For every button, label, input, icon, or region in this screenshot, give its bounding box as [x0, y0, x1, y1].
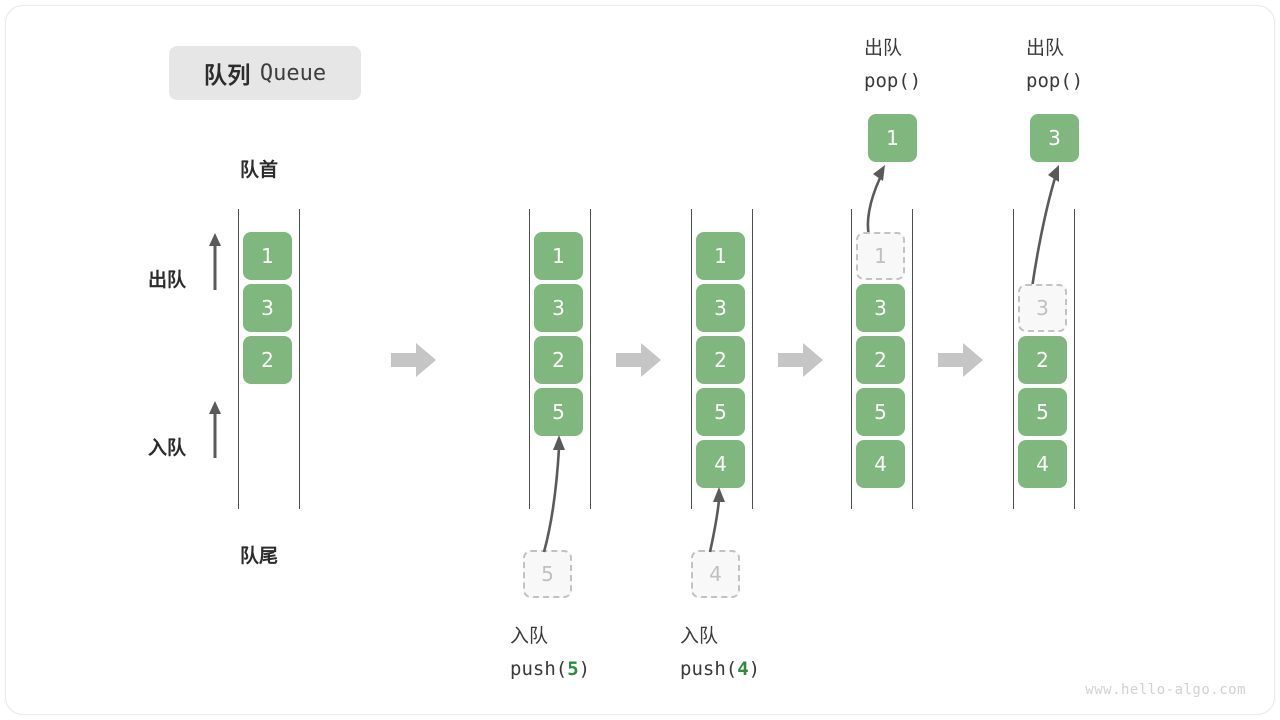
queue-rail-right-1	[299, 209, 300, 509]
queue-cell: 5	[1018, 388, 1067, 436]
popped-cell: 3	[1030, 114, 1079, 162]
queue-cell: 1	[243, 232, 292, 280]
queue-rail-right-3	[752, 209, 753, 509]
dequeue-curve-arrow-icon	[1030, 165, 1059, 289]
queue-cell: 2	[534, 336, 583, 384]
popped-cell: 1	[868, 114, 917, 162]
queue-cell: 2	[856, 336, 905, 384]
pop-3-caption-code: pop()	[1026, 70, 1084, 93]
queue-cell: 3	[243, 284, 292, 332]
queue-cell: 5	[856, 388, 905, 436]
push-5-code-num: 5	[567, 658, 579, 681]
queue-cell: 3	[856, 284, 905, 332]
push-4-code-pre: push(	[680, 658, 738, 681]
push-5-code-pre: push(	[510, 658, 568, 681]
enqueue-curve-arrow-icon	[708, 487, 725, 553]
title-chinese: 队列	[203, 62, 251, 88]
enqueue-direction-arrow-icon	[209, 401, 221, 458]
watermark: www.hello-algo.com	[1085, 682, 1246, 698]
push-4-caption-cn: 入队	[680, 626, 719, 647]
pop-1-caption-code: pop()	[864, 70, 922, 93]
push-4-code-post: )	[748, 658, 761, 681]
dequeue-curve-arrow-icon	[866, 165, 885, 237]
rear-label: 队尾	[240, 546, 279, 567]
pop-1-caption-cn: 出队	[864, 38, 903, 59]
enqueue-side-label: 入队	[148, 438, 187, 459]
pop-3-caption: 出队 pop()	[1026, 32, 1083, 99]
queue-rail-left-1	[238, 209, 239, 509]
flow-arrow-icon	[938, 343, 983, 377]
push-5-caption-cn: 入队	[510, 626, 549, 647]
queue-rail-right-5	[1074, 209, 1075, 509]
push-5-code-post: )	[578, 658, 591, 681]
queue-cell: 3	[534, 284, 583, 332]
queue-cell: 2	[243, 336, 292, 384]
queue-rail-right-2	[590, 209, 591, 509]
front-label: 队首	[240, 160, 279, 181]
incoming-ghost-cell: 4	[691, 550, 740, 598]
queue-rail-left-2	[529, 209, 530, 509]
enqueue-curve-arrow-icon	[542, 435, 565, 553]
queue-cell-ghost: 1	[856, 232, 905, 280]
queue-cell: 2	[1018, 336, 1067, 384]
dequeue-direction-arrow-icon	[209, 233, 221, 290]
queue-rail-right-4	[912, 209, 913, 509]
push-5-caption-code: push(5)	[510, 653, 590, 686]
queue-cell: 1	[534, 232, 583, 280]
queue-cell: 1	[696, 232, 745, 280]
queue-rail-left-5	[1013, 209, 1014, 509]
queue-cell: 3	[696, 284, 745, 332]
push-4-caption: 入队 push(4)	[680, 620, 760, 687]
queue-cell-ghost: 3	[1018, 284, 1067, 332]
queue-cell: 4	[1018, 440, 1067, 488]
incoming-ghost-cell: 5	[523, 550, 572, 598]
flow-arrow-icon	[778, 343, 823, 377]
queue-cell: 5	[534, 388, 583, 436]
push-5-caption: 入队 push(5)	[510, 620, 590, 687]
title-badge: 队列 Queue	[169, 46, 361, 100]
pop-1-caption: 出队 pop()	[864, 32, 921, 99]
queue-rail-left-4	[851, 209, 852, 509]
flow-arrow-icon	[616, 343, 661, 377]
push-4-code-num: 4	[737, 658, 749, 681]
dequeue-side-label: 出队	[148, 270, 187, 291]
push-4-caption-code: push(4)	[680, 653, 760, 686]
pop-3-caption-cn: 出队	[1026, 38, 1065, 59]
queue-cell: 5	[696, 388, 745, 436]
queue-rail-left-3	[691, 209, 692, 509]
queue-cell: 2	[696, 336, 745, 384]
queue-cell: 4	[696, 440, 745, 488]
title-english: Queue	[259, 60, 327, 86]
queue-cell: 4	[856, 440, 905, 488]
flow-arrow-icon	[391, 343, 436, 377]
